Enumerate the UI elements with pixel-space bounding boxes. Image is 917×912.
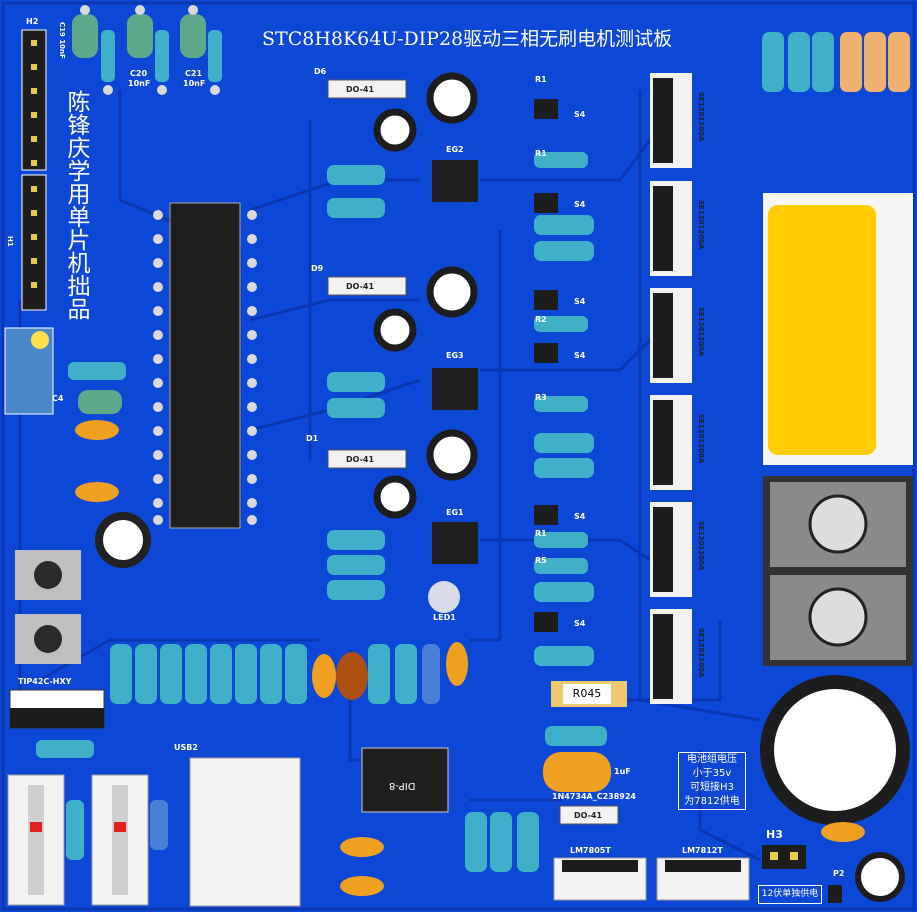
label-do41-3: DO-41 [346, 455, 375, 464]
capacitor-1uf [543, 752, 611, 792]
label-mosfet-3: SE1201200A [697, 307, 705, 357]
label-eg1: EG1 [446, 508, 464, 517]
label-h1: H1 [6, 236, 14, 247]
label-mosfet-1: SE1201200A [697, 92, 705, 142]
label-p2: P2 [833, 869, 845, 878]
usb-connector [189, 757, 301, 907]
label-r1-c: R1 [535, 529, 547, 538]
label-mosfet-6: SE1201200A [697, 628, 705, 678]
top-left-capacitors [72, 5, 222, 95]
label-do41-2: DO-41 [346, 282, 375, 291]
electrolytic-caps [373, 72, 478, 519]
label-s4-6: S4 [574, 619, 586, 628]
label-c20-value: 10nF [128, 79, 151, 88]
label-s4-4: S4 [574, 351, 586, 360]
board-title: STC8H8K64U-DIP28驱动三相无刷电机测试板 [262, 28, 673, 50]
gate-drivers [432, 160, 478, 564]
label-r1-a: R1 [535, 75, 547, 84]
battery-note: 电池组电压 小于35v 可短接H3 为7812供电 [678, 752, 746, 810]
label-r2: R2 [535, 315, 547, 324]
label-r3: R3 [535, 393, 547, 402]
label-led1: LED1 [433, 613, 456, 622]
label-12v-supply: 12伏单独供电 [758, 885, 822, 904]
label-r1-b: R1 [535, 149, 547, 158]
mosfets [650, 73, 692, 704]
label-dip8: DIP-8 [389, 780, 416, 791]
label-mosfet-4: SE1201200A [697, 414, 705, 464]
author-vertical-text: 陈锋庆学用单片机拙品 [63, 90, 89, 320]
note-line-3: 可短接H3 [690, 782, 734, 793]
note-line-1: 电池组电压 [687, 754, 737, 765]
label-s4-5: S4 [574, 512, 586, 521]
label-c21: C21 [185, 69, 203, 78]
copper-traces [18, 90, 761, 862]
label-c20: C20 [130, 69, 148, 78]
resistor-bank-bottom [110, 644, 440, 704]
label-1uf: 1uF [614, 767, 631, 776]
label-tip42c: TIP42C-HXY [18, 677, 72, 686]
header-h2 [21, 29, 47, 311]
diodes [327, 79, 558, 632]
label-mosfet-5: SE1201200A [697, 521, 705, 571]
label-d6: D6 [314, 67, 327, 76]
label-s4-2: S4 [574, 200, 586, 209]
resistor-middle [327, 152, 594, 666]
dip8-chip [361, 747, 449, 813]
label-usb2: USB2 [174, 743, 198, 752]
label-do41-1: DO-41 [346, 85, 375, 94]
label-d1: D1 [306, 434, 319, 443]
label-r5: R5 [535, 556, 547, 565]
label-s4-1: S4 [574, 110, 586, 119]
label-c21-value: 10nF [183, 79, 206, 88]
label-c19: C19 10nF [58, 22, 66, 59]
label-eg3: EG3 [446, 351, 464, 360]
label-r045: R045 [563, 684, 611, 704]
resistor-top-right [762, 32, 910, 92]
mcu-chip-stc8h [153, 202, 257, 529]
note-line-2: 小于35v [692, 768, 732, 779]
label-mosfet-2: SE1201200A [697, 200, 705, 250]
label-lm7812: LM7812T [682, 846, 723, 855]
label-h3: H3 [766, 828, 783, 841]
label-c4: C4 [52, 394, 64, 403]
label-h2: H2 [26, 17, 39, 26]
label-d9: D9 [311, 264, 324, 273]
label-s4-3: S4 [574, 297, 586, 306]
electrolytic-big [760, 675, 910, 825]
resistor-left [68, 362, 126, 380]
label-lm7805: LM7805T [570, 846, 611, 855]
label-eg2: EG2 [446, 145, 464, 154]
electrolytic-left [95, 512, 151, 568]
label-diode-part: 1N4734A_C238924 [552, 792, 636, 801]
note-line-4: 为7812供电 [684, 796, 740, 807]
led1 [428, 581, 460, 613]
label-do41-4: DO-41 [574, 811, 603, 820]
